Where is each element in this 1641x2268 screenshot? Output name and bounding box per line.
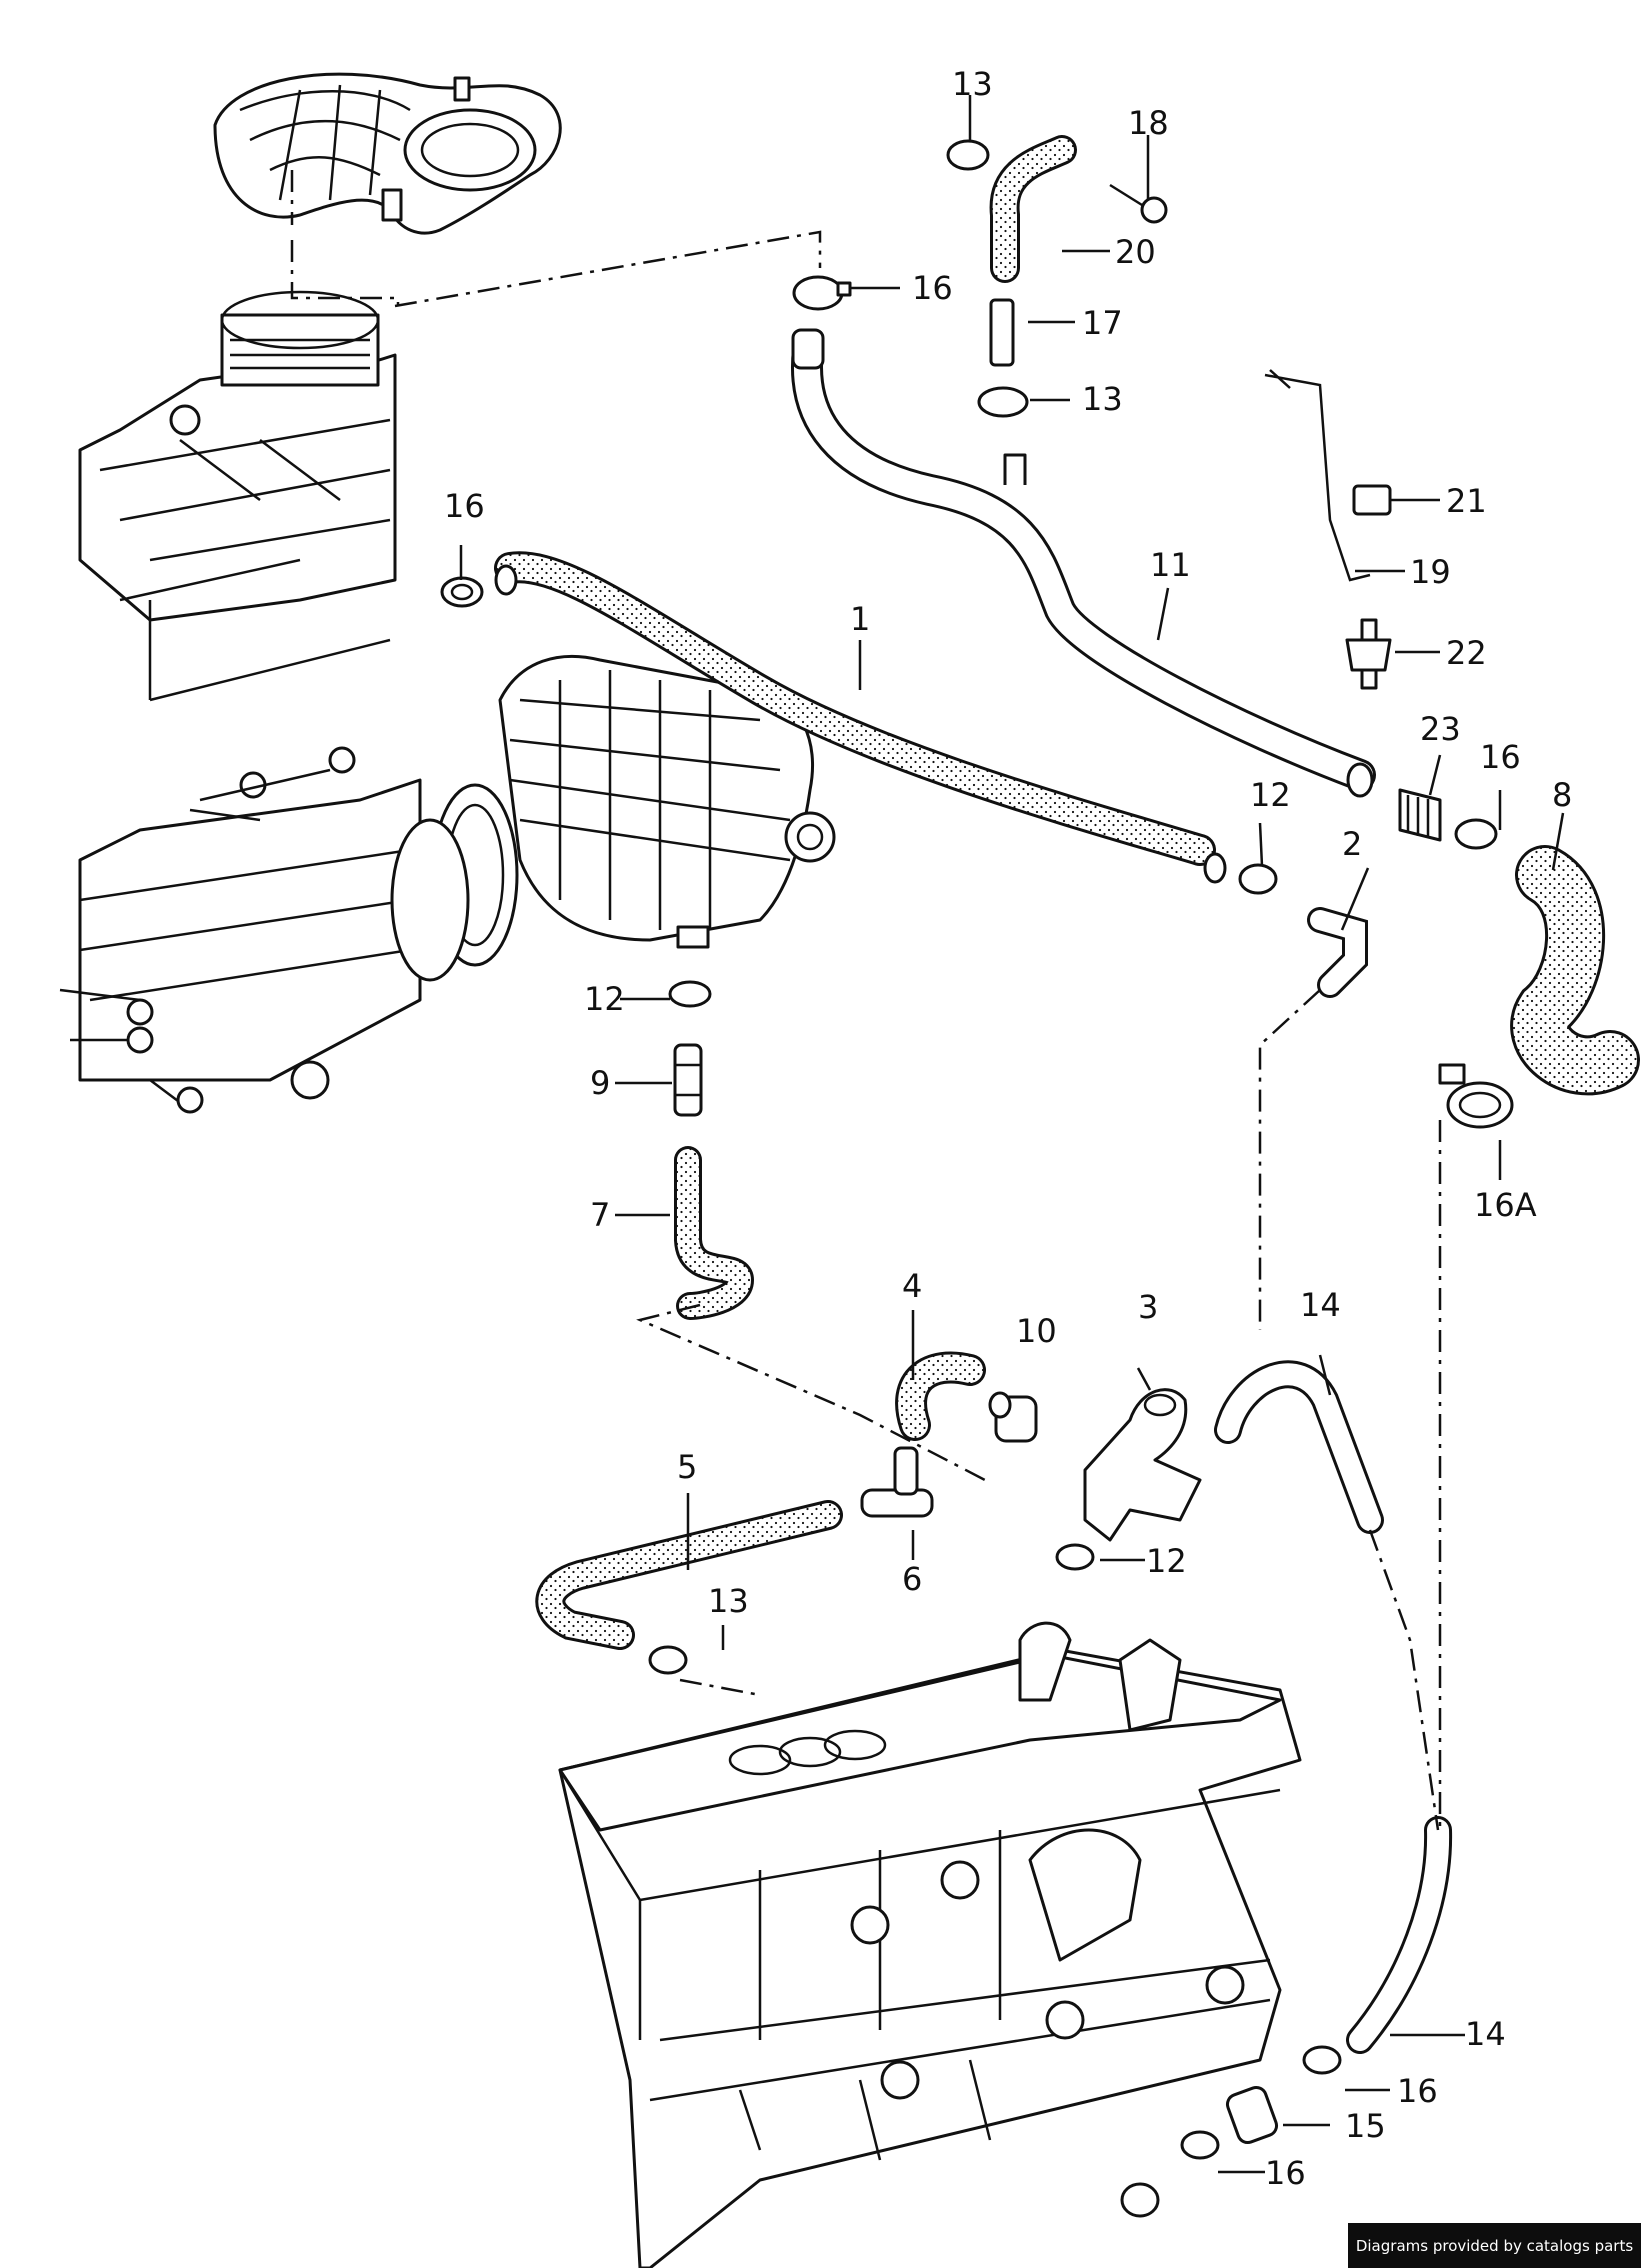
callout-13: 13 — [708, 1582, 749, 1620]
assembly-line — [1258, 989, 1321, 1330]
clamp-13 — [648, 1645, 688, 1675]
t-piece-6 — [860, 1446, 934, 1518]
credit-text: Diagrams provided by catalogs parts — [1355, 2236, 1634, 2255]
cylinder-head — [558, 1621, 1302, 2268]
callout-14: 14 — [1465, 2015, 1506, 2053]
clamp-13 — [977, 386, 1029, 418]
assembly-line — [290, 240, 400, 305]
bracket-19 — [1264, 369, 1371, 582]
callout-11: 11 — [1150, 546, 1191, 584]
pipe-end — [1346, 762, 1374, 798]
stud-17 — [989, 298, 1015, 367]
callout-16: 16 — [912, 269, 953, 307]
callout-20: 20 — [1115, 233, 1156, 271]
callout-7: 7 — [590, 1196, 610, 1234]
hose-end — [1203, 852, 1227, 884]
callout-13: 13 — [1082, 380, 1123, 418]
pipe-end-lower — [1120, 2182, 1160, 2218]
callout-1: 1 — [850, 600, 870, 638]
clamp-16 — [1302, 2045, 1342, 2075]
callout-16: 16 — [1480, 738, 1521, 776]
callout-10: 10 — [1016, 1312, 1057, 1350]
valve-10 — [988, 1391, 1038, 1443]
air-intake-boot — [213, 72, 562, 235]
callout-23: 23 — [1420, 710, 1461, 748]
callout-16: 16 — [444, 487, 485, 525]
connector-9 — [673, 1043, 703, 1117]
callout-16: 16 — [1397, 2072, 1438, 2110]
filter-15 — [1225, 2085, 1279, 2145]
callout-21: 21 — [1446, 482, 1487, 520]
callout-12: 12 — [1146, 1542, 1187, 1580]
callout-13: 13 — [952, 65, 993, 103]
clamp-16A — [1438, 1063, 1514, 1129]
callout-22: 22 — [1446, 634, 1487, 672]
clamp-16 — [440, 576, 484, 608]
callout-15: 15 — [1345, 2107, 1386, 2145]
callout-5: 5 — [677, 1448, 697, 1486]
hose-end — [494, 564, 518, 596]
clamp-12 — [1055, 1543, 1095, 1571]
rubber-mount-22 — [1345, 618, 1392, 690]
callout-6: 6 — [902, 1560, 922, 1598]
callout-12: 12 — [1250, 776, 1291, 814]
clamp-16 — [1454, 818, 1498, 850]
callout-19: 19 — [1410, 553, 1451, 591]
pipe-stub — [1003, 453, 1027, 485]
assembly-line — [636, 1303, 986, 1482]
air-filter-housing — [78, 290, 397, 702]
callout-12: 12 — [584, 980, 625, 1018]
clamp-12 — [668, 980, 712, 1008]
valve-3 — [1083, 1388, 1202, 1542]
callout-3: 3 — [1138, 1288, 1158, 1326]
pipe-end — [791, 328, 825, 370]
callout-8: 8 — [1552, 776, 1572, 814]
intake-plenum — [59, 654, 836, 1114]
assembly-line — [394, 230, 822, 308]
assembly-line — [1368, 1529, 1440, 1831]
spring-23 — [1398, 788, 1442, 842]
callout-9: 9 — [590, 1064, 610, 1102]
clamp-16 — [1180, 2130, 1220, 2160]
callouts: 1 2 3 4 5 6 7 8 9 10 11 12 12 12 13 13 1… — [444, 65, 1572, 2192]
screw-18 — [1109, 183, 1168, 224]
callout-16: 16 — [1265, 2154, 1306, 2192]
callout-2: 2 — [1342, 825, 1362, 863]
clamp-16 — [792, 275, 852, 311]
clamp-12 — [1238, 863, 1278, 895]
callout-4: 4 — [902, 1267, 922, 1305]
leader-lines — [459, 95, 1565, 2174]
callout-17: 17 — [1082, 304, 1123, 342]
callout-16A: 16A — [1474, 1186, 1537, 1224]
nut-21 — [1352, 484, 1392, 516]
clamp-13 — [946, 139, 990, 171]
credit-footer: Diagrams provided by catalogs parts — [1348, 2223, 1641, 2268]
callout-14: 14 — [1300, 1286, 1341, 1324]
callout-18: 18 — [1128, 104, 1169, 142]
assembly-line — [679, 1678, 761, 1697]
